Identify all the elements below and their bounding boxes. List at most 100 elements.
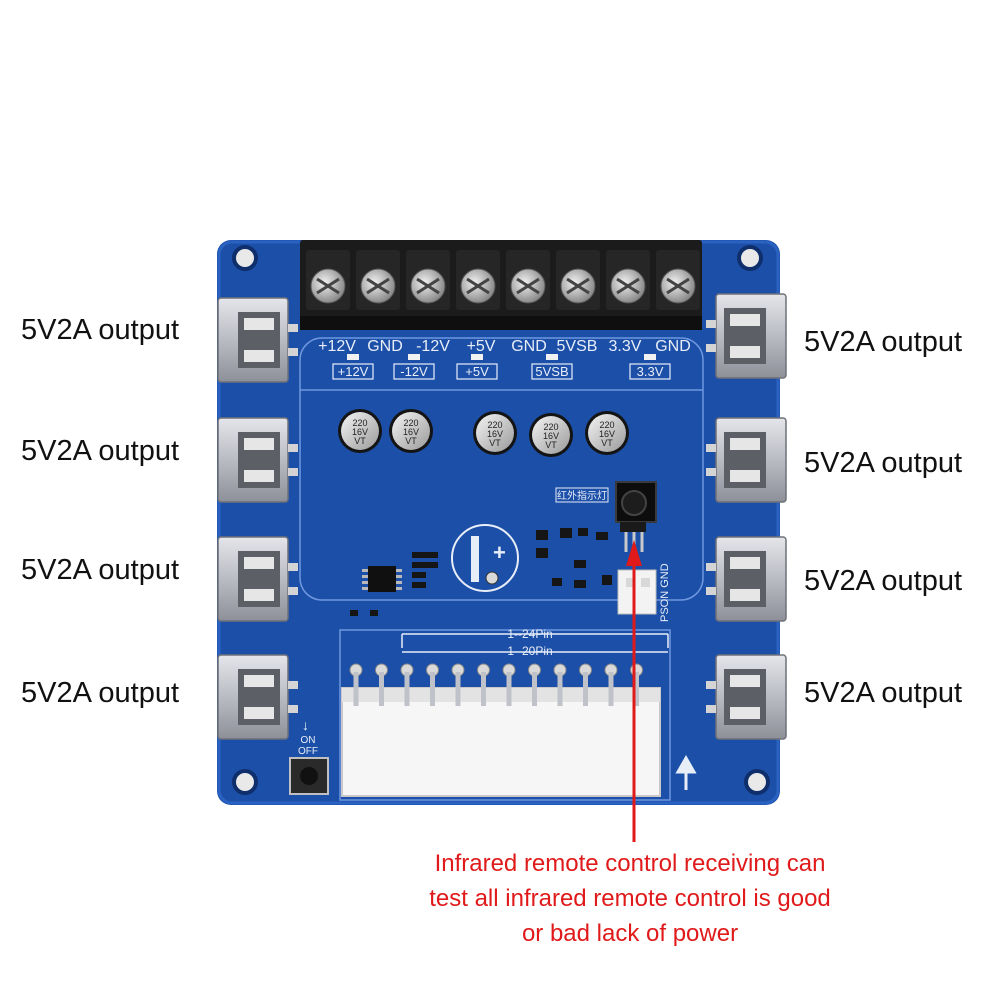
capacitor-marking: 220 [352, 418, 367, 428]
led-indicator [471, 354, 483, 360]
led-label: 5VSB [535, 364, 568, 379]
capacitor-marking: VT [601, 438, 613, 448]
led-indicator [644, 354, 656, 360]
usb-port [706, 417, 787, 503]
led-label: -12V [400, 364, 428, 379]
output-label-left-3: 5V2A output [21, 554, 180, 586]
led-indicator [546, 354, 558, 360]
atx-24pin-connector [341, 687, 661, 797]
silkscreen-outlines [299, 337, 704, 801]
capacitor-marking: VT [405, 436, 417, 446]
capacitor-marking: 220 [543, 422, 558, 432]
output-label-right-4: 5V2A output [804, 677, 963, 709]
terminal-label: -12V [416, 338, 450, 355]
capacitor-marking: 16V [352, 427, 368, 437]
capacitor-marking: 220 [403, 418, 418, 428]
led-indicator-labels: +12V -12V +5V 5VSB 3.3V [332, 354, 671, 380]
capacitor-footprint: + [451, 524, 519, 592]
terminal-screw [406, 250, 450, 310]
output-label-left-1: 5V2A output [21, 314, 180, 346]
annotation-arrow [626, 540, 642, 842]
terminal-screws [306, 250, 700, 310]
svg-text:↓: ↓ [302, 717, 309, 733]
caption-line-1: Infrared remote control receiving can [434, 850, 826, 877]
usb-port [706, 654, 787, 740]
output-label-left-2: 5V2A output [21, 435, 180, 467]
capacitor-marking: 220 [487, 420, 502, 430]
switch-off-label: OFF [298, 746, 318, 757]
switch-on-label: ON [301, 735, 316, 746]
usb-port [217, 536, 298, 622]
led-label: 3.3V [637, 364, 664, 379]
pin-labels [401, 633, 669, 653]
usb-port [706, 293, 787, 379]
ic-chip [362, 566, 402, 592]
pson-label: PSON GND [659, 563, 671, 622]
capacitor-marking: 16V [599, 429, 615, 439]
terminal-label: GND [655, 338, 691, 355]
usb-port [706, 536, 787, 622]
capacitor-marking: VT [354, 436, 366, 446]
connector-pin [426, 663, 439, 706]
terminal-screw [606, 250, 650, 310]
usb-ports-left [217, 297, 298, 740]
terminal-screw [506, 250, 550, 310]
terminal-label: +5V [467, 338, 496, 355]
capacitor-marking: VT [545, 440, 557, 450]
connector-pin [604, 663, 618, 706]
power-switch: ↓ ON OFF [289, 717, 329, 795]
output-label-right-3: 5V2A output [804, 565, 963, 597]
connector-pin [451, 663, 465, 706]
terminal-label: 5VSB [557, 338, 598, 355]
ir-indicator-label-box: 红外指示灯 [555, 487, 609, 503]
pson-connector: PSON GND [617, 563, 671, 622]
usb-ports-right [706, 293, 787, 740]
pin-24-label: 1--24Pin [507, 627, 552, 641]
connector-pin [349, 663, 363, 706]
connector-pin [502, 663, 516, 706]
led-indicator [347, 354, 359, 360]
led-label: +12V [338, 364, 369, 379]
ir-annotation-caption: Infrared remote control receiving can te… [340, 846, 920, 951]
terminal-label: +12V [318, 338, 356, 355]
terminal-labels: +12V GND -12V +5V GND 5VSB 3.3V GND [318, 338, 691, 355]
direction-arrow [675, 754, 697, 790]
ir-receiver [615, 481, 657, 552]
capacitor-marking: 16V [487, 429, 503, 439]
terminal-label: 3.3V [609, 338, 642, 355]
usb-port [217, 654, 298, 740]
usb-port [217, 417, 298, 503]
connector-pin [553, 663, 567, 706]
capacitor-marking: 16V [403, 427, 419, 437]
usb-port [217, 297, 298, 383]
caption-line-2: test all infrared remote control is good [429, 885, 831, 913]
pin-20-label: 1--20Pin [507, 644, 552, 658]
led-indicator [408, 354, 420, 360]
terminal-screw [456, 250, 500, 310]
connector-pin [477, 663, 490, 706]
mounting-holes [232, 245, 770, 795]
caption-line-3: or bad lack of power [521, 920, 739, 948]
svg-text:+: + [493, 540, 506, 565]
terminal-screw [656, 250, 700, 310]
connector-pin [528, 663, 541, 706]
terminal-label: GND [367, 338, 403, 355]
terminal-screw [306, 250, 350, 310]
ir-indicator-label: 红外指示灯 [557, 489, 607, 502]
capacitor-marking: 220 [599, 420, 614, 430]
terminal-label: GND [511, 338, 547, 355]
capacitor-marking: 16V [543, 431, 559, 441]
output-label-left-4: 5V2A output [21, 677, 180, 709]
terminal-block [300, 240, 702, 330]
output-label-right-2: 5V2A output [804, 447, 963, 479]
connector-pin [375, 663, 388, 706]
led-label: +5V [465, 364, 489, 379]
smd-components [350, 528, 612, 616]
